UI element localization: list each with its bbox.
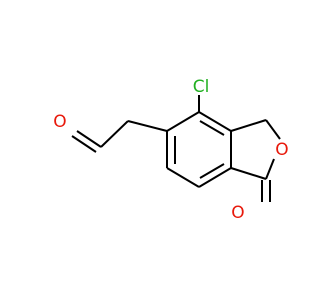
- acetaldehyde-chain: [71, 120, 168, 153]
- bond-c5-ch2: [127, 120, 168, 132]
- bond-c3a-c3: [230, 119, 267, 132]
- ring-oxygen-atom-label: O: [275, 140, 288, 160]
- aldehyde-oxygen-atom-label: O: [53, 112, 66, 132]
- bond-c6-c7: [166, 167, 200, 188]
- benzene-ring: [166, 111, 232, 188]
- carbonyl-oxygen-atom-label: O: [231, 203, 244, 223]
- bond-c3a-c4: [198, 111, 232, 132]
- bond-cho-o-a: [76, 130, 102, 148]
- bond-c1-c7a: [230, 167, 267, 180]
- chlorine-atom-label: Cl: [193, 77, 210, 97]
- lactone-ring: [230, 119, 281, 202]
- bond-cho-o-b: [71, 135, 97, 153]
- bond-c7-c7a: [198, 167, 232, 188]
- bond-c7-c7a-inner: [199, 163, 225, 179]
- bond-c4-c5: [166, 111, 200, 132]
- bond-ch2-cho: [100, 120, 129, 148]
- bond-c3-o2: [265, 119, 281, 140]
- bond-c3a-c4-inner: [199, 120, 225, 136]
- bond-o2-c1: [265, 158, 275, 180]
- molecule-structure-diagram: Cl O O O: [53, 77, 288, 223]
